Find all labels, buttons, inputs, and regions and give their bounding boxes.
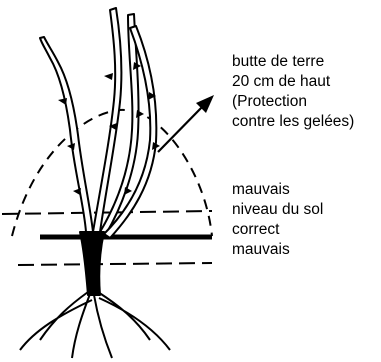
soil-level-labels: mauvais niveau du sol correct mauvais [232, 180, 323, 260]
vine-plant [20, 8, 170, 358]
mound-label: butte de terre 20 cm de haut (Protection… [232, 52, 354, 132]
soil-level-label-too-low: mauvais [232, 240, 323, 260]
roots [20, 292, 170, 358]
soil-level-label-too-high: mauvais [232, 180, 323, 200]
soil-level-too-low [18, 263, 212, 265]
soil-level-label-ground: niveau du sol [232, 200, 323, 220]
mound-label-line-3: (Protection [232, 92, 354, 112]
mound-label-line-4: contre les gelées) [232, 112, 354, 132]
mound-label-line-2: 20 cm de haut [232, 72, 354, 92]
soil-level-too-high [2, 211, 212, 214]
mound-arrow [158, 95, 214, 152]
soil-level-label-correct: correct [232, 220, 323, 240]
mound-label-line-1: butte de terre [232, 52, 354, 72]
trunk [80, 232, 104, 295]
left-cane [40, 37, 93, 232]
